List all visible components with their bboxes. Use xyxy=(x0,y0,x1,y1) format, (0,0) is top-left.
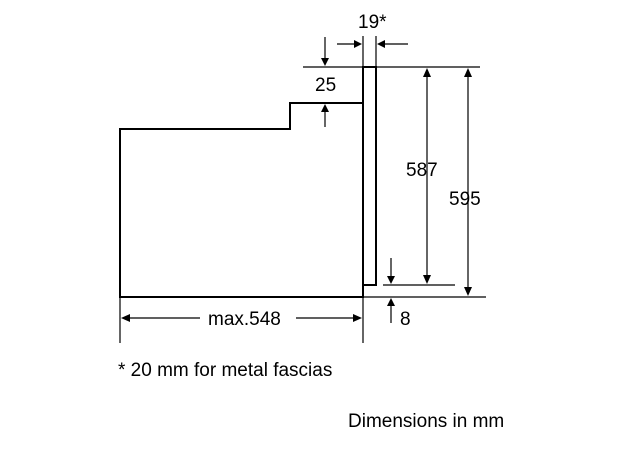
arrow-up-icon xyxy=(423,68,431,77)
panel-thickness-label: 19* xyxy=(358,12,387,33)
overall-height-label: 595 xyxy=(449,189,481,210)
inner-height-dimension: 587 xyxy=(376,66,480,286)
inner-height-label: 587 xyxy=(406,160,438,181)
arrow-up-icon xyxy=(464,68,472,77)
arrow-left-icon xyxy=(377,40,385,48)
arrow-down-icon xyxy=(464,287,472,296)
bottom-offset-dimension: 8 xyxy=(387,258,411,330)
max-depth-label: max.548 xyxy=(208,309,281,330)
arrow-down-icon xyxy=(423,275,431,284)
arrow-left-icon xyxy=(121,314,130,322)
overall-height-dimension: 595 xyxy=(363,68,486,298)
depth-dimension: max.548 xyxy=(119,297,364,343)
units-note: Dimensions in mm xyxy=(348,411,505,432)
arrow-up-icon xyxy=(387,298,395,306)
bottom-offset-label: 8 xyxy=(400,309,411,330)
appliance-body-outline xyxy=(119,102,364,298)
top-step-label: 25 xyxy=(315,75,336,96)
panel-thickness-dimension: 19* xyxy=(337,12,408,67)
arrow-down-icon xyxy=(321,58,329,66)
metal-fascia-footnote: * 20 mm for metal fascias xyxy=(118,360,333,381)
arrow-down-icon xyxy=(387,276,395,284)
front-fascia-panel xyxy=(362,66,377,286)
top-step-dimension: 25 xyxy=(303,37,363,127)
arrow-right-icon xyxy=(354,40,362,48)
arrow-up-icon xyxy=(321,104,329,112)
arrow-right-icon xyxy=(353,314,362,322)
